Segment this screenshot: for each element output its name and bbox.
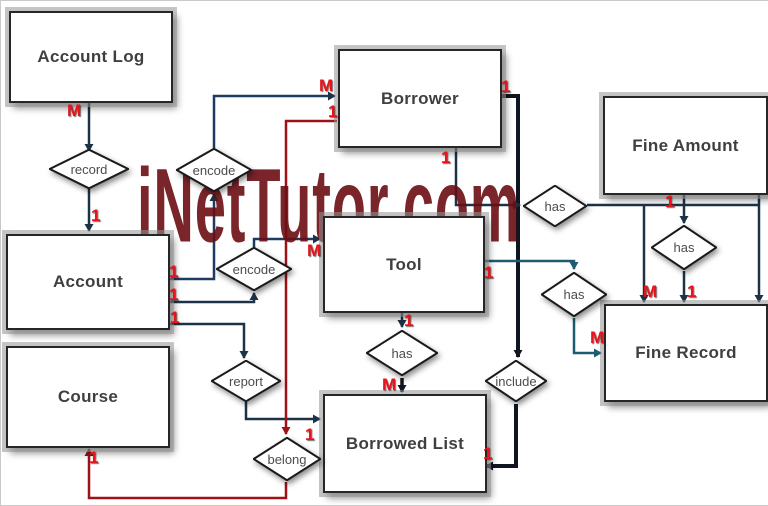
entity-fine-amount: Fine Amount [603, 96, 768, 195]
entity-tool: Tool [323, 216, 485, 313]
cardinality-tool-has-borrowedlist: 1 [404, 311, 414, 330]
cardinality-encode2-tool: M [307, 241, 322, 260]
entity-account-log: Account Log [9, 11, 173, 103]
cardinality-include-borrowedlist: 1 [483, 444, 493, 463]
relationship-record-label: record [70, 161, 108, 177]
entity-borrowed-list: Borrowed List [323, 394, 487, 493]
cardinality-accountlog-record: M [67, 101, 82, 120]
cardinality-borrower-belong: 1 [328, 102, 338, 121]
relationship-encode-borrower: encode [176, 148, 252, 192]
cardinality-has-finerecord-m: M [643, 282, 658, 301]
relationship-has-tool-finerecord-label: has [563, 287, 585, 302]
cardinality-fineamount-has: 1 [665, 192, 675, 211]
cardinality-has-finerecord-1: 1 [687, 282, 697, 301]
entity-account: Account [6, 234, 170, 330]
entity-fine-record-label: Fine Record [635, 343, 737, 362]
cardinality-has-borrowedlist: M [382, 375, 397, 394]
cardinality-tool-has-finerecord: 1 [484, 263, 494, 282]
relationship-include-label: include [495, 373, 537, 389]
relationship-has-tool-finerecord: has [541, 272, 607, 317]
entity-account-label: Account [52, 272, 124, 291]
relationship-has-tool-borrowedlist-label: has [391, 345, 413, 361]
entity-borrower: Borrower [338, 49, 502, 148]
relationship-has-borrower-finerecord: has [523, 185, 587, 227]
entity-borrower-label: Borrower [381, 88, 459, 108]
entity-course-label: Course [57, 387, 119, 406]
relationship-record: record [49, 149, 129, 189]
entity-course: Course [6, 346, 170, 448]
cardinality-encode1-borrower: M [319, 76, 334, 95]
relationship-include: include [485, 360, 547, 402]
cardinality-record-account: 1 [91, 206, 101, 225]
cardinality-course-belong: 1 [89, 448, 99, 467]
entity-fine-record: Fine Record [604, 304, 768, 402]
entity-borrowed-list-label: Borrowed List [345, 433, 465, 453]
entity-tool-label: Tool [386, 254, 422, 274]
relationship-encode-tool: encode [216, 247, 292, 291]
relationship-encode-tool-label: encode [232, 261, 276, 277]
relationship-has-fineamount-finerecord-label: has [673, 240, 695, 255]
cardinality-report-borrowedlist: 1 [305, 425, 315, 444]
relationship-encode-borrower-label: encode [192, 162, 236, 178]
relationship-report: report [211, 360, 281, 402]
cardinality-account-encode2: 1 [169, 285, 179, 304]
relationship-belong-label: belong [267, 451, 307, 467]
relationship-belong: belong [253, 437, 321, 481]
entity-account-log-label: Account Log [37, 47, 145, 66]
cardinality-has-finerecord-left: M [590, 328, 605, 347]
relationship-has-borrower-finerecord-label: has [544, 198, 566, 214]
cardinality-borrower-include: 1 [501, 77, 511, 96]
relationship-has-fineamount-finerecord: has [651, 225, 717, 270]
cardinality-account-report: 1 [170, 308, 180, 327]
cardinality-borrower-has: 1 [441, 148, 451, 167]
relationship-report-label: report [229, 373, 263, 389]
cardinality-account-encode1: 1 [169, 262, 179, 281]
entity-fine-amount-label: Fine Amount [632, 135, 739, 155]
relationship-has-tool-borrowedlist: has [366, 330, 438, 376]
